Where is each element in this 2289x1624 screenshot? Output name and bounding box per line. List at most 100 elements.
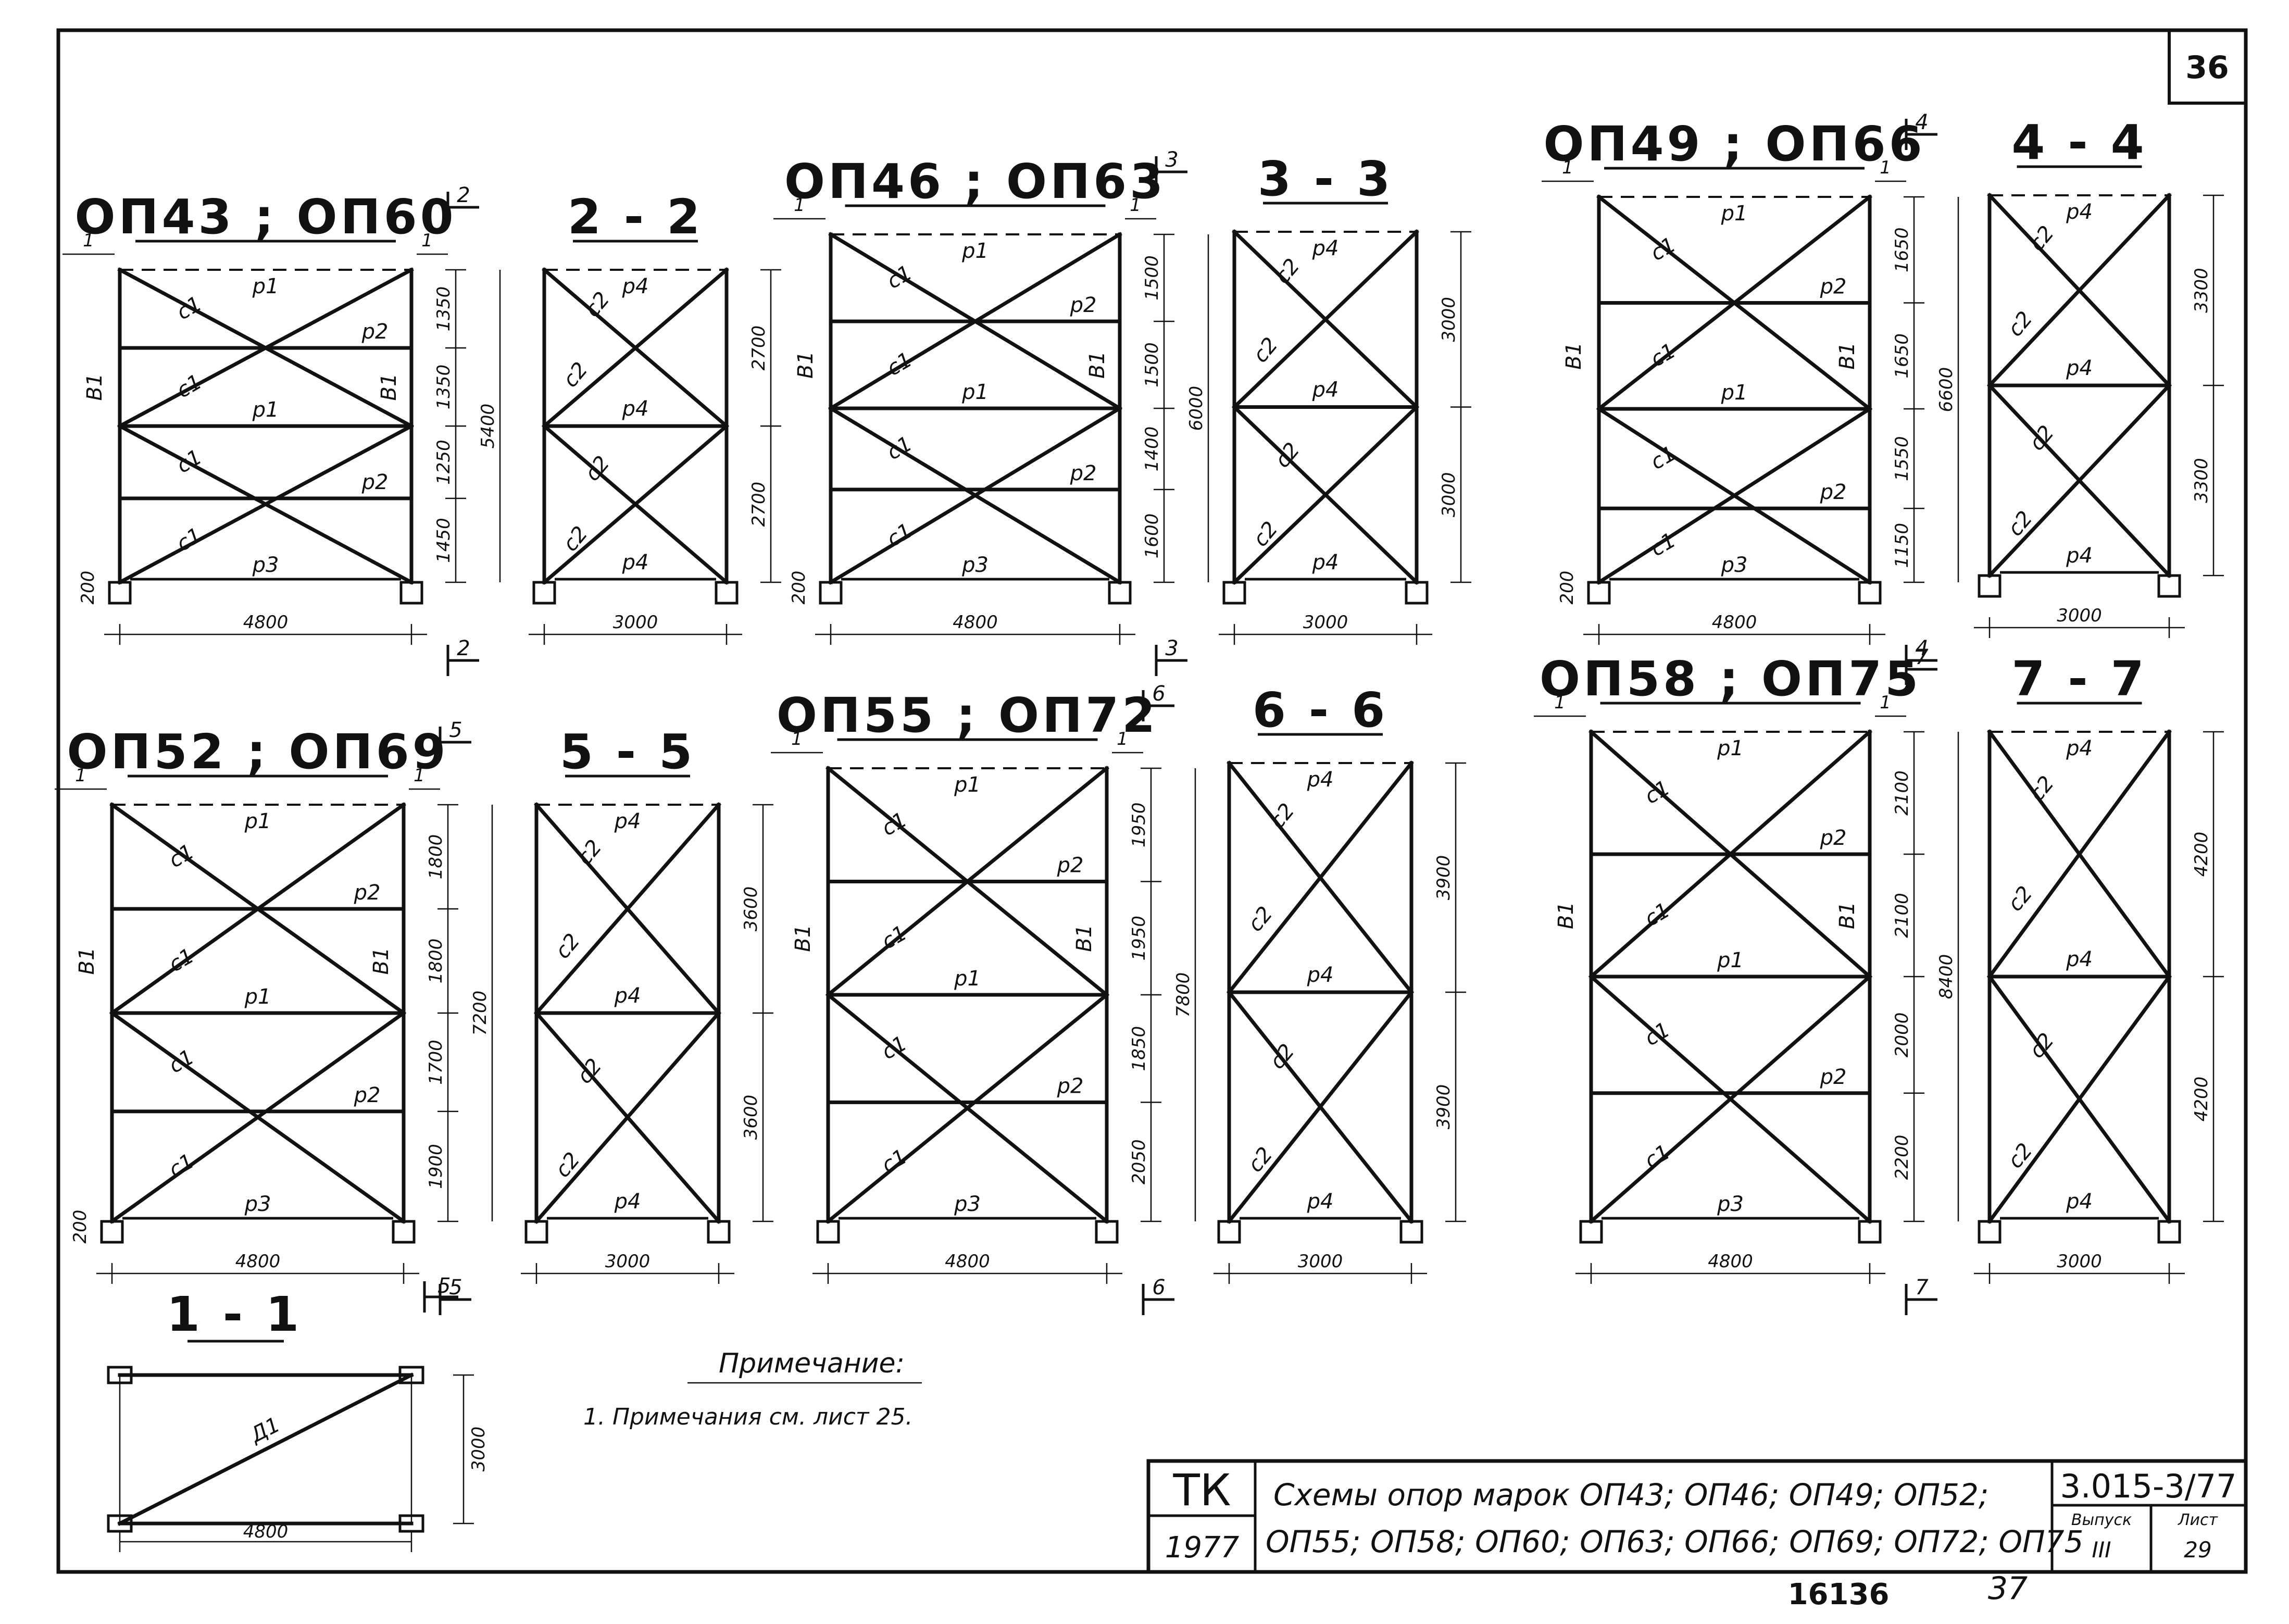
brace xyxy=(828,232,1122,411)
title-block-org: ТК xyxy=(1173,1465,1231,1516)
base-dim-value: 200 xyxy=(78,571,98,605)
member-label: с1 xyxy=(878,1145,911,1178)
panel-dim-value: 1850 xyxy=(1129,1026,1149,1071)
cut-label-right: 1 xyxy=(414,765,425,786)
member-label: р2 xyxy=(1820,1065,1847,1089)
brace xyxy=(117,423,414,585)
member-label: р4 xyxy=(1312,551,1339,574)
member-label: с1 xyxy=(883,432,916,465)
member-label: с2 xyxy=(1248,333,1283,367)
member-label: р1 xyxy=(244,985,271,1009)
total-dim-value: 6000 xyxy=(1186,386,1207,431)
panel-dim-value: 3300 xyxy=(2191,458,2212,503)
column-foot-left xyxy=(1587,581,1611,605)
scheme-title: ОП43 ; ОП60 xyxy=(74,189,456,245)
panel-dim-value: 1950 xyxy=(1129,802,1149,847)
column-label: В1 xyxy=(1085,351,1109,379)
member-label: р2 xyxy=(361,470,389,494)
member-label: с2 xyxy=(558,522,593,556)
member-label: р4 xyxy=(622,551,649,574)
column-foot-left xyxy=(100,1220,124,1244)
member-label: р1 xyxy=(244,809,271,833)
brace xyxy=(1232,404,1419,585)
brace xyxy=(825,992,1109,1224)
section-mark-label: 4 xyxy=(1915,110,1928,134)
panel-dim-value: 1800 xyxy=(426,834,446,880)
column-label: В1 xyxy=(1072,925,1096,952)
cut-label-left: 1 xyxy=(791,729,803,749)
section-mark-label: 2 xyxy=(457,636,470,660)
panel-dim-value: 2000 xyxy=(1892,1013,1912,1058)
member-label: р1 xyxy=(954,773,981,797)
member-label: р2 xyxy=(1820,275,1847,299)
width-dim-value: 4800 xyxy=(235,1251,281,1272)
member-label: с2 xyxy=(2003,506,2037,541)
section-mark-label: 3 xyxy=(1165,148,1178,172)
total-dim-value: 6600 xyxy=(1936,367,1957,413)
title-block-issue-label: Выпуск xyxy=(2071,1511,2132,1529)
member-label: р4 xyxy=(622,397,649,421)
member-label: р4 xyxy=(2066,544,2093,568)
width-dim-value: 3000 xyxy=(2057,605,2102,626)
title-block-issue: III xyxy=(2092,1537,2111,1563)
brace xyxy=(534,1010,721,1224)
member-label: р1 xyxy=(252,274,279,298)
column-foot-left xyxy=(819,581,843,605)
column-foot-left xyxy=(1217,1220,1241,1244)
section-1-1-column-tl xyxy=(107,1366,133,1384)
panel-dim-value: 4200 xyxy=(2191,832,2212,877)
section-1-1-brace xyxy=(117,1372,414,1526)
member-label: с2 xyxy=(1248,517,1283,552)
member-label: с2 xyxy=(2003,307,2037,341)
member-label: р4 xyxy=(1307,768,1334,792)
brace xyxy=(825,766,1109,997)
page-number: 37 xyxy=(1988,1570,2028,1607)
column-label: В1 xyxy=(1835,342,1859,370)
member-label: с1 xyxy=(1641,1140,1674,1173)
scheme-title: 7 - 7 xyxy=(2011,651,2147,707)
brace xyxy=(1987,974,2172,1224)
scheme-title: 6 - 6 xyxy=(1253,682,1388,738)
member-label: р2 xyxy=(1070,461,1097,485)
member-label: р2 xyxy=(1820,826,1847,850)
brace xyxy=(1588,974,1872,1224)
title-block-line2: ОП55; ОП58; ОП60; ОП63; ОП66; ОП69; ОП72… xyxy=(1266,1524,2083,1559)
panel-dim-value: 1700 xyxy=(426,1040,446,1085)
member-label: р2 xyxy=(1057,854,1084,878)
panel-dim-value: 3000 xyxy=(1439,297,1459,342)
member-label: р2 xyxy=(361,320,389,344)
member-label: с1 xyxy=(1646,442,1680,475)
brace xyxy=(109,802,406,1016)
brace xyxy=(542,267,729,429)
scheme-title: 2 - 2 xyxy=(568,189,703,245)
scheme-title: ОП58 ; ОП75 xyxy=(1540,651,1921,707)
member-label: р2 xyxy=(1070,293,1097,317)
column-foot-right xyxy=(392,1220,416,1244)
column-label: В1 xyxy=(1562,342,1586,370)
title-block-sheet-label: Лист xyxy=(2178,1511,2219,1529)
width-dim-value: 4800 xyxy=(243,612,289,633)
brace xyxy=(828,406,1122,585)
scheme-title: ОП52 ; ОП69 xyxy=(67,724,448,780)
column-foot-right xyxy=(399,581,423,605)
panel-dim-value: 3300 xyxy=(2191,268,2212,313)
member-label: с2 xyxy=(2025,221,2059,256)
title-block-code: 3.015-3/77 xyxy=(2060,1467,2236,1505)
member-label: с1 xyxy=(172,292,206,325)
brace xyxy=(1987,193,2172,388)
base-dim-value: 200 xyxy=(789,571,809,605)
panel-dim-value: 1250 xyxy=(433,440,454,485)
column-label: В1 xyxy=(377,373,401,401)
brace xyxy=(1596,194,1872,411)
width-dim-value: 4800 xyxy=(953,612,998,633)
column-label: В1 xyxy=(75,947,99,975)
title-block-year: 1977 xyxy=(1165,1531,1240,1565)
member-label: с1 xyxy=(165,1149,198,1182)
panel-dim-value: 2100 xyxy=(1892,893,1912,938)
panel-dim-value: 1150 xyxy=(1892,523,1912,568)
member-label: р3 xyxy=(961,553,989,577)
section-mark-label: 3 xyxy=(1165,636,1178,660)
